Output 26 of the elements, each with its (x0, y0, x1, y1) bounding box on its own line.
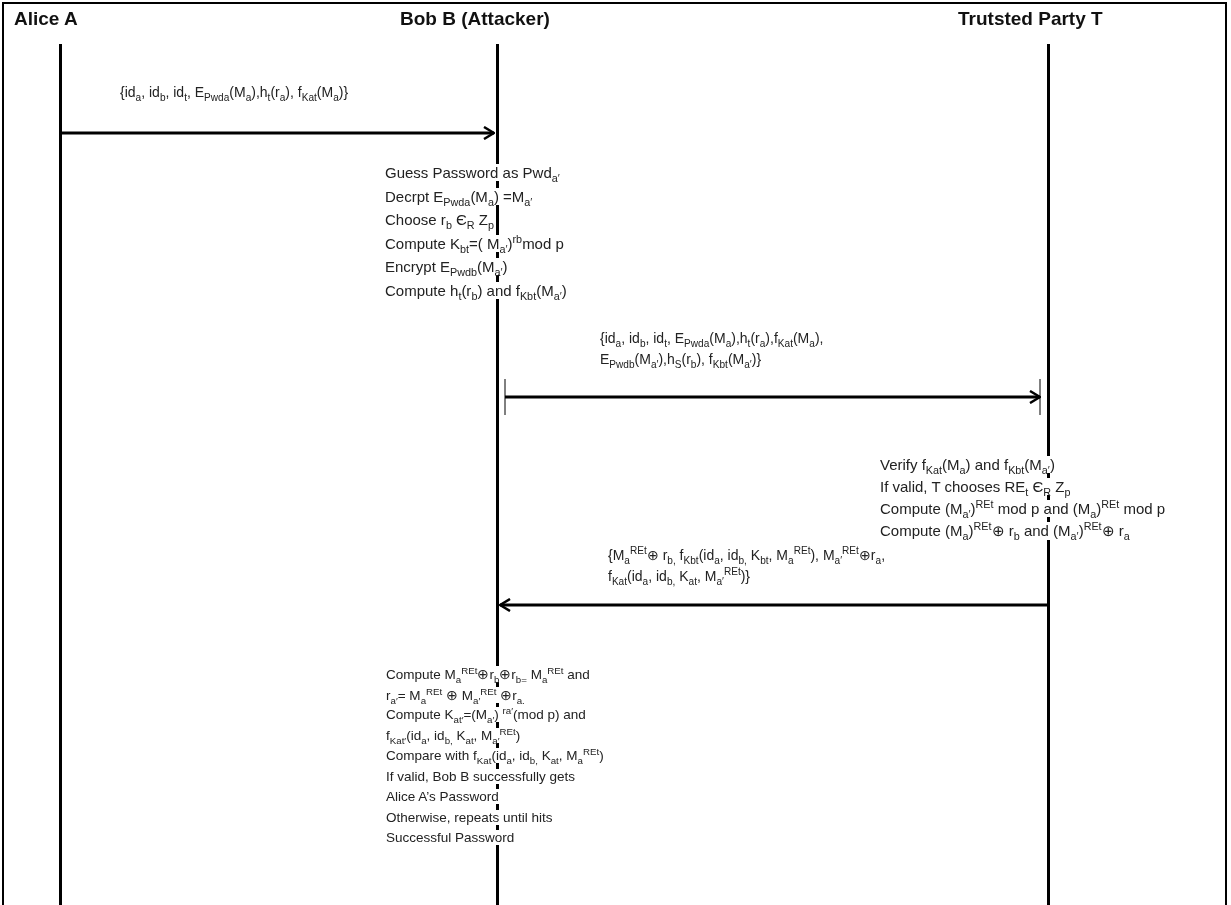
note-text: Compute K$_{bt}$=( M$_{a′}$)$^{rb}$mod p (385, 234, 564, 252)
message-arrow (498, 597, 1048, 613)
note-text: If valid, Bob B successfully gets (386, 768, 576, 784)
message-arrow (504, 378, 1042, 416)
participant-label: Trutsted Party T (958, 8, 1103, 30)
message-label: {id$_{a}$, id$_{b}$, id$_{t}$, E$_{Pwda}$(M$_{a}$),h$_{t}$(r$_{a}$), f$_{Kat}$(M$_{a}$)} (120, 83, 350, 103)
note-text: Guess Password as Pwd$_{a′}$ (385, 164, 560, 181)
message-label: {M$_{a}$$^{REt}$⊕ r$_{b,}$ f$_{Kbt}$(id$_{a}$, id$_{b,}$ K$_{bt}$, M$_{a}$$^{REt}$), M$_{a′}$$^{REt}$⊕r$_{a}$, f$_{Kat}$(id$_{a}$, id$_{b,}$ K$_{at}$, M$_{a′}$$^{REt}$)} (608, 545, 887, 587)
note-text: Decrpt E$_{Pwda}$(M$_{a}$) =M$_{a′}$ (385, 187, 533, 205)
message-label: {id$_{a}$, id$_{b}$, id$_{t}$, E$_{Pwda}$(M$_{a}$),h$_{t}$(r$_{a}$),f$_{Kat}$(M$_{a}$), E$_{Pwdb}$(M$_{a′}$),h$_{S}$(r$_{b}$), f$_{Kbt}$(M$_{a′}$)} (600, 329, 825, 370)
note-text: Compute (M$_{a}$)$^{REt}$⊕ r$_{b}$ and (M$_{a′}$)$^{REt}$⊕ r$_{a}$ (880, 522, 1130, 540)
note-text: Encrypt E$_{Pwdb}$(M$_{a′}$) (385, 258, 508, 275)
note-text: Successful Password (386, 830, 515, 845)
note-text: Compare with f$_{Kat}$(id$_{a}$, id$_{b,}$ K$_{at}$, M$_{a}$$^{REt}$) (386, 748, 604, 763)
note-text: Otherwise, repeats until hits (386, 809, 553, 825)
note-text: Alice A’s Password (386, 789, 499, 804)
note-text: Compute M$_{a}$$^{REt}$⊕r$_{b}$⊕r$_{b=}$ M$_{a}$$^{REt}$ and (386, 666, 590, 682)
participant-label: Bob B (Attacker) (400, 8, 550, 30)
message-arrow (60, 125, 496, 141)
note-text: f$_{Kat′}$(id$_{a}$, id$_{b,}$ K$_{at}$, M$_{a′}$$^{REt}$) (386, 727, 521, 743)
participant-label: Alice A (14, 8, 78, 30)
note-text: Compute K$_{at′}$=(M$_{a′}$) $^{ra′}$(mod p) and (386, 707, 586, 722)
note-text: Verify f$_{Kat}$(M$_{a}$) and f$_{Kbt}$(M$_{a′}$) (880, 456, 1055, 473)
note-text: Compute h$_{t}$(r$_{b}$) and f$_{Kbt}$(M$_{a′}$) (385, 281, 567, 299)
note-text: Compute (M$_{a′}$)$^{REt}$ mod p and (M$_{a}$)$^{REt}$ mod p (880, 500, 1166, 517)
note-text: r$_{a′}$= M$_{a}$$^{REt}$ ⊕ M$_{a′}$$^{REt}$ ⊕r$_{a.}$ (386, 686, 525, 703)
